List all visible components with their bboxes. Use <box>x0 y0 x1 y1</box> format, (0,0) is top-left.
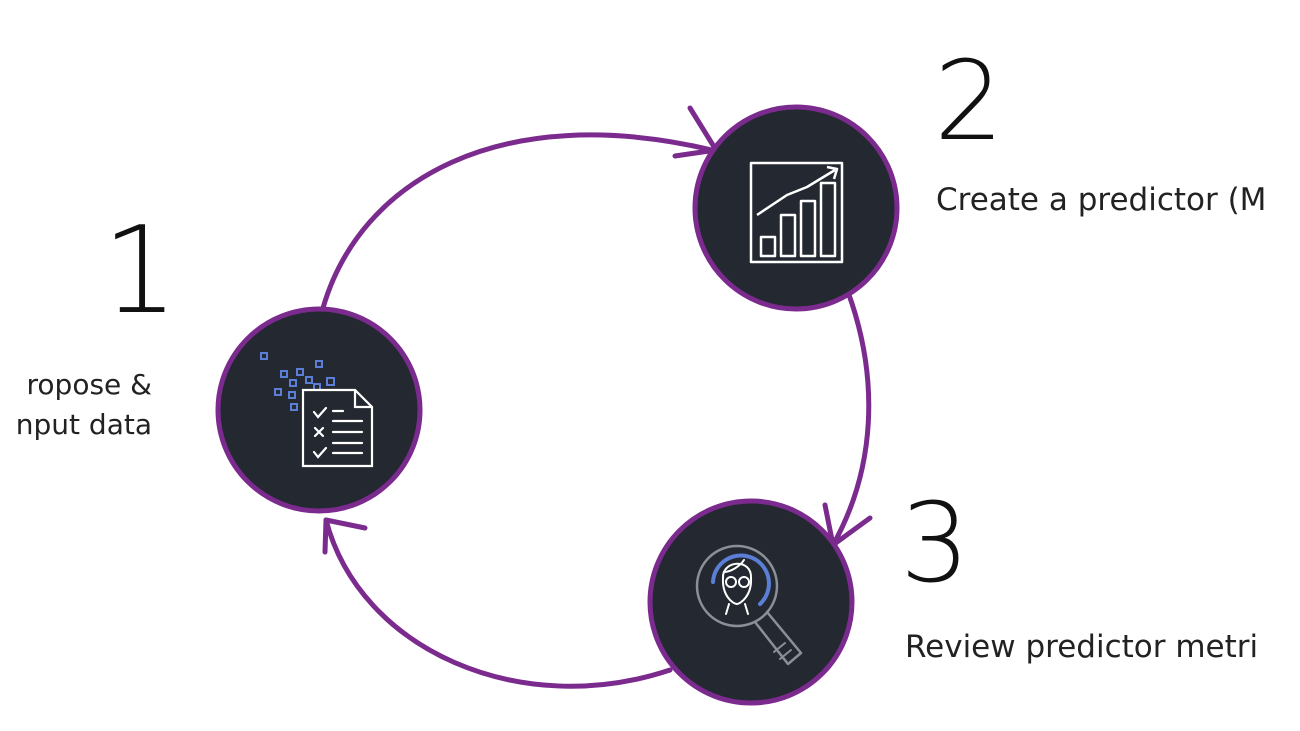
arc-step2-to-step3 <box>830 289 872 548</box>
magnifier-person-icon <box>695 544 803 666</box>
step-3-node <box>647 498 855 706</box>
step-1-label: ropose & nput data <box>16 365 152 445</box>
step-3-number: 3 <box>900 479 970 607</box>
step-1-number: 1 <box>102 202 179 341</box>
step-2-number: 2 <box>934 37 1004 165</box>
step-2-node <box>692 104 900 312</box>
growth-chart-icon <box>749 161 844 264</box>
step-3-label: Review predictor metri <box>905 629 1259 665</box>
arc-step3-to-step1 <box>323 517 673 689</box>
step-1-label-line-1: ropose & <box>26 368 152 401</box>
arc-step1-to-step2 <box>320 132 715 311</box>
step-1-label-line-2: nput data <box>15 408 152 441</box>
document-checklist-icon <box>260 352 374 468</box>
step-2-label: Create a predictor (M <box>936 182 1267 218</box>
arrowhead-to-step1 <box>322 517 368 555</box>
step-1-node <box>215 306 423 514</box>
